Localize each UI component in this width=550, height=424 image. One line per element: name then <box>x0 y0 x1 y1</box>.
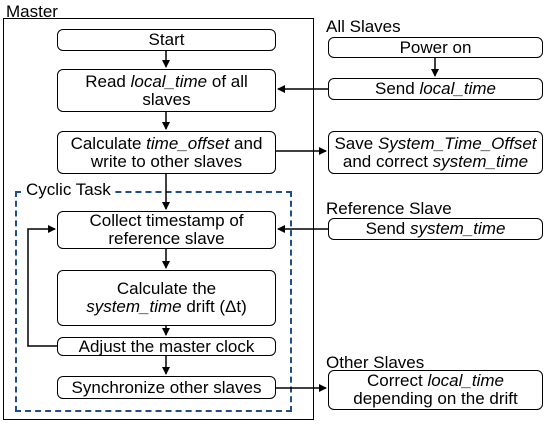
power-on-box: Power on <box>328 37 543 58</box>
power-on-text: Power on <box>399 37 472 57</box>
arrow-loop-back <box>27 225 57 347</box>
cyclic-task-label: Cyclic Task <box>24 180 113 199</box>
send-local-time-box: Send local_time <box>328 78 543 100</box>
adjust-master-clock-box: Adjust the master clock <box>57 337 276 356</box>
send-system-time-box: Send system_time <box>328 218 543 240</box>
start-box: Start <box>57 29 276 51</box>
cyclic-task-frame <box>15 191 292 412</box>
start-text: Start <box>148 30 185 49</box>
send-local-time-text: Send local_time <box>375 79 496 98</box>
adjust-master-clock-text: Adjust the master clock <box>78 336 255 356</box>
other-slaves-label: Other Slaves <box>326 353 425 372</box>
all-slaves-label: All Slaves <box>326 17 401 36</box>
master-label: Master <box>6 2 58 21</box>
master-frame <box>3 18 314 420</box>
synchronize-slaves-text: Synchronize other slaves <box>71 377 262 397</box>
send-system-time-text: Send system_time <box>365 219 506 238</box>
synchronize-slaves-box: Synchronize other slaves <box>57 376 276 399</box>
reference-slave-label: Reference Slave <box>326 199 452 218</box>
